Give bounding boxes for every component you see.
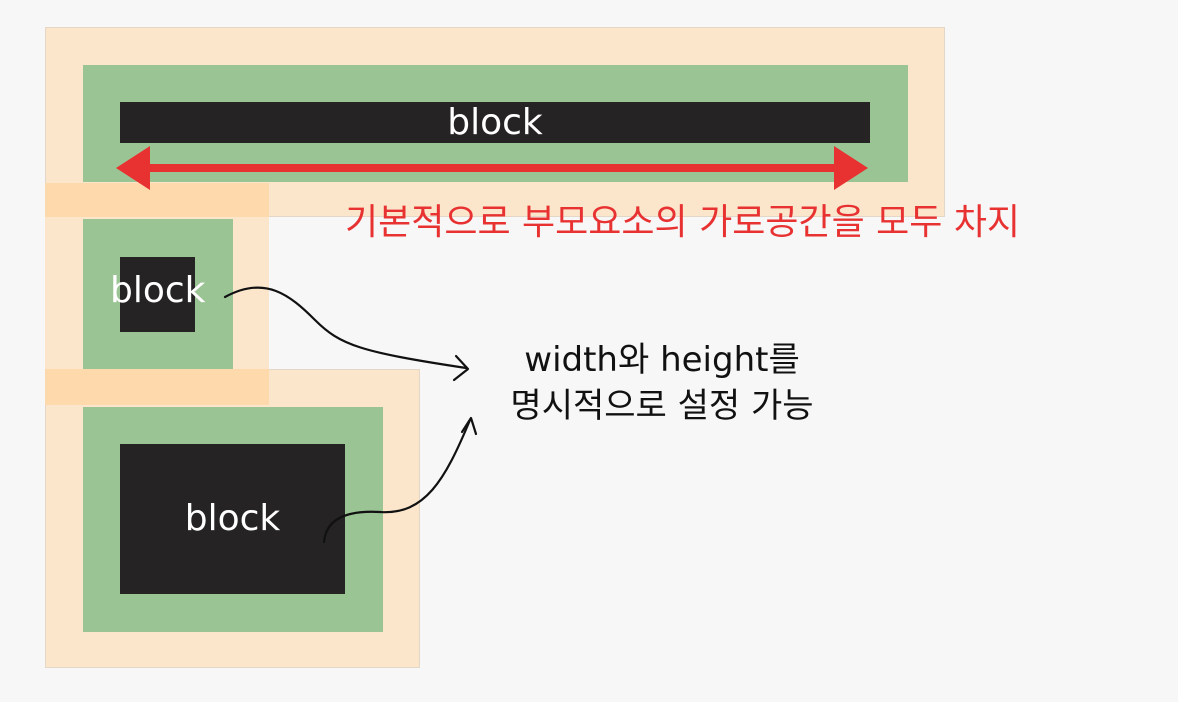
- block2-label: block: [110, 270, 206, 311]
- size-note: width와 height를 명시적으로 설정 가능: [492, 338, 832, 430]
- size-note-line1: width와 height를: [524, 340, 800, 380]
- margin-overlap-bottom: [45, 369, 269, 405]
- small-block-arrow: [223, 286, 470, 382]
- size-note-line2: 명시적으로 설정 가능: [510, 385, 814, 426]
- large-block-arrow: [322, 416, 478, 544]
- margin-overlap-top: [45, 183, 269, 217]
- block2-content-box: [120, 257, 195, 332]
- block3-label: block: [184, 498, 281, 539]
- full-width-note: 기본적으로 부모요소의 가로공간을 모두 차지: [345, 202, 1021, 243]
- block1-label: block: [447, 101, 543, 143]
- block1-content-box: block: [120, 102, 870, 143]
- block3-content-box: block: [120, 444, 345, 594]
- full-width-arrow: [116, 146, 868, 190]
